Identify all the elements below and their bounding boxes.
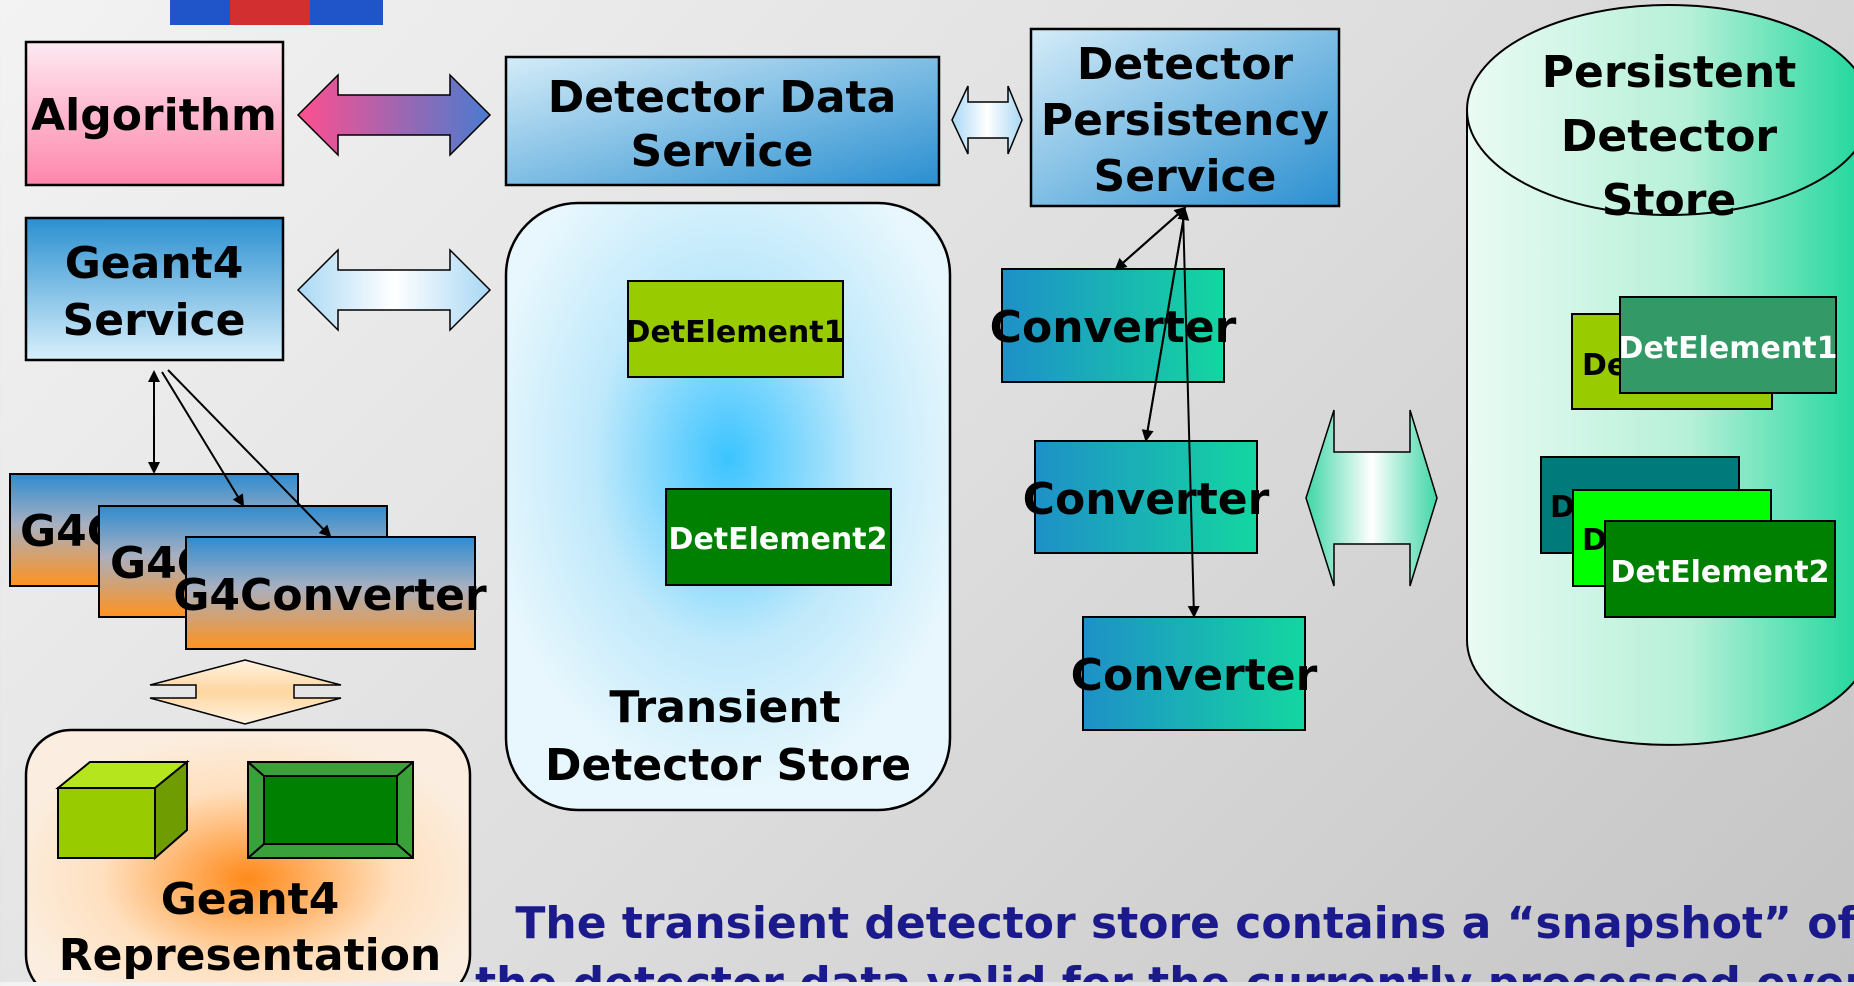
- transient-detelement2-label: DetElement2: [669, 522, 888, 557]
- persistent-back-element-2: D: [1550, 490, 1575, 525]
- box-shape: [247, 761, 414, 859]
- data-persistency-arrow: [951, 85, 1023, 155]
- geant4-service-connectors: [148, 369, 332, 538]
- geant4-service-label-1: Geant4: [65, 238, 244, 289]
- persistency-label-1: Detector: [1077, 39, 1294, 90]
- persistent-detector-store[interactable]: Persistent Detector Store De DetElement1…: [1466, 4, 1854, 746]
- geant4-service-label-2: Service: [63, 295, 246, 346]
- transient-store-title-1: Transient: [609, 682, 840, 733]
- persistent-detelement1-label: DetElement1: [1619, 331, 1838, 366]
- persistent-store-title-2: Detector: [1561, 111, 1778, 162]
- persistent-back-element-3: D: [1582, 523, 1607, 558]
- transient-detelement1-label: DetElement1: [626, 315, 845, 350]
- caption-line-1: The transient detector store contains a …: [515, 898, 1854, 949]
- geant4-service-box[interactable]: Geant4 Service: [24, 216, 285, 362]
- geant4-representation-box[interactable]: Geant4 Representation: [24, 728, 472, 986]
- persistency-label-3: Service: [1094, 151, 1277, 202]
- persistent-detelement2-label: DetElement2: [1611, 555, 1830, 590]
- geant4-transient-arrow: [296, 248, 492, 332]
- caption-line-2: the detector data valid for the currentl…: [475, 958, 1854, 982]
- converter-3[interactable]: Converter: [1071, 616, 1318, 731]
- detector-data-service-box[interactable]: Detector Data Service: [504, 55, 941, 187]
- converter-2-label: Converter: [1023, 474, 1270, 525]
- converter-persistent-arrow: [1305, 409, 1438, 587]
- converter-1-label: Converter: [990, 302, 1237, 353]
- algorithm-label: Algorithm: [31, 90, 277, 141]
- g4converter-front[interactable]: G4Converter: [173, 536, 487, 650]
- transient-detector-store[interactable]: DetElement1 DetElement2 Transient Detect…: [504, 201, 952, 812]
- logo-image: [170, 0, 383, 25]
- persistent-store-title-1: Persistent: [1542, 47, 1796, 98]
- persistency-label-2: Persistency: [1041, 95, 1329, 146]
- converter-2[interactable]: Converter: [1023, 440, 1270, 554]
- persistency-connectors: [1114, 206, 1200, 618]
- persistent-store-title-3: Store: [1602, 175, 1737, 226]
- algorithm-box[interactable]: Algorithm: [24, 40, 285, 187]
- algorithm-data-service-arrow: [296, 73, 492, 157]
- g4converter-representation-arrow: [149, 659, 342, 725]
- transient-store-title-2: Detector Store: [545, 740, 911, 791]
- cube-shape: [55, 759, 190, 861]
- geant4-representation-label-1: Geant4: [161, 874, 340, 925]
- caption: The transient detector store contains a …: [475, 898, 1854, 986]
- geant4-representation-label-2: Representation: [59, 930, 442, 981]
- converter-3-label: Converter: [1071, 650, 1318, 701]
- detector-data-service-label-2: Service: [631, 126, 814, 177]
- g4converter-front-label: G4Converter: [173, 570, 487, 621]
- detector-data-service-label-1: Detector Data: [548, 72, 897, 123]
- detector-persistency-service-box[interactable]: Detector Persistency Service: [1029, 27, 1341, 208]
- converter-1[interactable]: Converter: [990, 268, 1237, 383]
